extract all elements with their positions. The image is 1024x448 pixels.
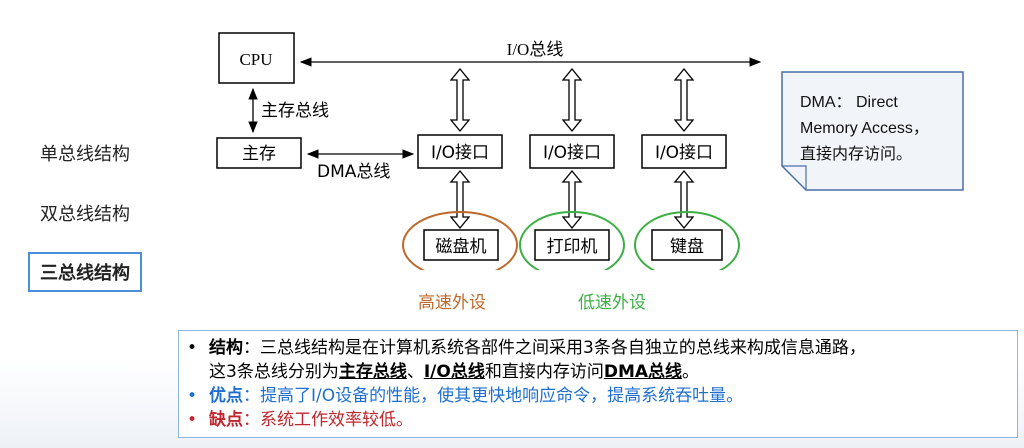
structure-text-2a: 这3条总线分别为	[209, 362, 339, 382]
con-text: ：系统工作效率较低。	[243, 410, 413, 430]
pro-label: 优点	[209, 386, 243, 406]
nav-item-triple-bus[interactable]: 三总线结构	[28, 252, 142, 292]
io-interface-label-3: I/O接口	[655, 143, 713, 163]
cpu-label: CPU	[239, 50, 272, 69]
low-speed-ellipse-2	[634, 211, 740, 270]
low-speed-ellipse-1	[519, 211, 625, 270]
dma-note-line-3: 直接内存访问。	[800, 146, 913, 163]
io-interface-box-2	[529, 134, 615, 169]
disk-label: 磁盘机	[436, 237, 487, 257]
structure-end: 。	[682, 362, 700, 382]
printer-label: 打印机	[547, 237, 598, 257]
pro-line: • 优点：提高了I/O设备的性能，使其更快地响应命令，提高系统吞吐量。	[187, 385, 744, 407]
structure-line-2: 这3条总线分别为主存总线、I/O总线和直接内存访问DMA总线。	[209, 361, 699, 383]
keyboard-label: 键盘	[670, 237, 704, 257]
structure-text-1: ：三总线结构是在计算机系统各部件之间采用3条各自独立的总线来构成信息通路，	[243, 338, 866, 358]
pro-text: ：提高了I/O设备的性能，使其更快地响应命令，提高系统吞吐量。	[243, 386, 744, 406]
main-bus-label: 主存总线	[261, 101, 329, 121]
memory-label: 主存	[242, 144, 276, 164]
bullet-icon: •	[187, 410, 198, 430]
hollow-arrow-2	[561, 67, 583, 133]
printer-box	[534, 229, 610, 261]
diagram-canvas: CPU I/O总线 主存总线 主存 DMA总线 I/O接口 I/O接口 I/O接…	[216, 32, 762, 270]
hollow-arrow-5	[561, 169, 583, 230]
hollow-arrow-6	[673, 169, 695, 230]
three-bus-diagram: CPU I/O总线 主存总线 主存 DMA总线 I/O接口 I/O接口 I/O接…	[205, 25, 770, 270]
info-box: • 结构：三总线结构是在计算机系统各部件之间采用3条各自独立的总线来构成信息通路…	[178, 330, 1018, 438]
keyboard-box	[651, 229, 723, 261]
io-interface-label-2: I/O接口	[543, 143, 601, 163]
dma-note-box	[781, 71, 964, 191]
dma-bus-term: DMA总线	[603, 362, 683, 382]
io-bus-label: I/O总线	[507, 40, 564, 59]
memory-box	[216, 137, 302, 169]
dma-note-line-1: DMA： Direct	[800, 94, 898, 111]
hollow-arrow-3	[673, 67, 695, 133]
con-label: 缺点	[209, 410, 243, 430]
nav-item-single-bus[interactable]: 单总线结构	[40, 144, 130, 165]
low-speed-label: 低速外设	[578, 293, 646, 313]
structure-text-2b: 和直接内存访问	[484, 362, 604, 382]
io-interface-box-3	[641, 134, 727, 169]
bullet-icon: •	[187, 386, 198, 406]
io-interface-label-1: I/O接口	[431, 143, 489, 163]
structure-label: 结构	[209, 338, 243, 358]
dma-note-line-2: Memory Access，	[800, 120, 929, 137]
con-line: • 缺点：系统工作效率较低。	[187, 409, 413, 431]
bullet-icon: •	[187, 338, 198, 358]
main-bus-term: 主存总线	[338, 362, 407, 382]
high-speed-ellipse	[402, 211, 518, 270]
hollow-arrow-4	[449, 169, 471, 230]
disk-box	[423, 229, 499, 261]
structure-sep: 、	[406, 362, 424, 382]
dma-bus-label: DMA总线	[317, 162, 390, 182]
structure-line: • 结构：三总线结构是在计算机系统各部件之间采用3条各自独立的总线来构成信息通路…	[187, 337, 866, 359]
io-bus-term: I/O总线	[423, 362, 485, 382]
dma-note-text: DMA： Direct Memory Access， 直接内存访问。	[800, 90, 960, 168]
hollow-arrows	[449, 67, 695, 230]
io-interface-box-1	[417, 134, 503, 169]
high-speed-label: 高速外设	[418, 293, 486, 313]
hollow-arrow-1	[449, 67, 471, 133]
nav-item-dual-bus[interactable]: 双总线结构	[40, 204, 130, 225]
cpu-box	[218, 32, 295, 84]
